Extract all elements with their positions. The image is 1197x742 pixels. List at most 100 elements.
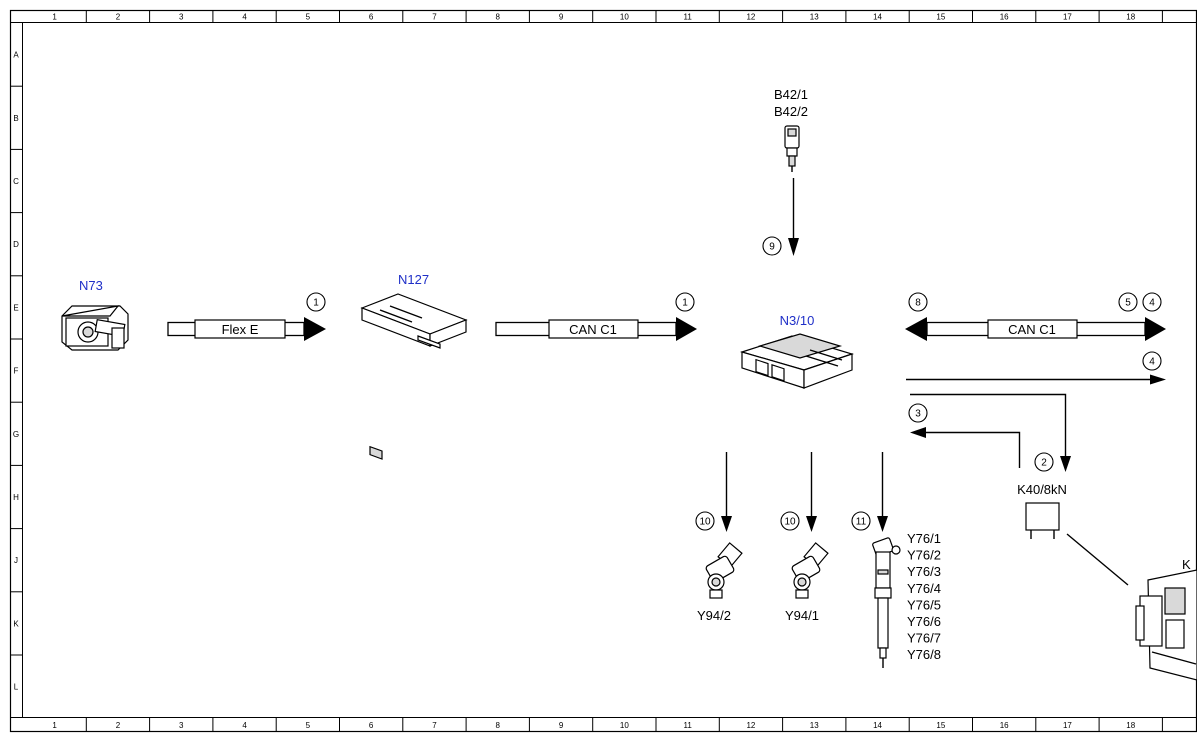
y94-1-valve-icon xyxy=(791,542,829,599)
y76-label-8: Y76/8 xyxy=(907,647,941,662)
n3-10-engine-control-unit-icon xyxy=(739,333,854,389)
grid-col-bottom-12: 12 xyxy=(746,721,755,730)
can-c1-label-left: CAN C1 xyxy=(569,322,617,337)
k40-8kn-label: K40/8kN xyxy=(1017,482,1067,497)
grid-col-top-1: 1 xyxy=(52,13,57,22)
callout-4-b: 4 xyxy=(1142,351,1162,371)
grid-col-bottom-15: 15 xyxy=(936,721,945,730)
k-component-label: K xyxy=(1182,557,1191,572)
grid-row-F: F xyxy=(14,367,19,376)
grid-col-top-10: 10 xyxy=(620,13,629,22)
arrow-to-y76 xyxy=(877,452,888,532)
can-c1-bus-arrow-right xyxy=(905,317,1166,341)
grid-col-bottom-8: 8 xyxy=(496,721,501,730)
grid-row-H: H xyxy=(13,493,19,502)
grid-row-A: A xyxy=(13,51,19,60)
k40-8kn-relay-icon xyxy=(1025,502,1129,586)
can-c1-bus-arrow-left xyxy=(495,317,697,341)
grid-col-top-12: 12 xyxy=(746,13,755,22)
callout-8: 8 xyxy=(908,292,928,312)
grid-col-bottom-4: 4 xyxy=(242,721,247,730)
callout-3: 3 xyxy=(908,403,928,423)
b42-2-label: B42/2 xyxy=(774,104,808,119)
grid-col-top-17: 17 xyxy=(1063,13,1072,22)
svg-text:10: 10 xyxy=(699,517,711,528)
svg-text:10: 10 xyxy=(784,517,796,528)
grid-col-top-4: 4 xyxy=(242,13,247,22)
arrow-to-y94-2 xyxy=(721,452,732,532)
callout-10-b: 10 xyxy=(780,511,800,531)
grid-row-G: G xyxy=(13,430,19,439)
grid-col-bottom-10: 10 xyxy=(620,721,629,730)
grid-col-bottom-6: 6 xyxy=(369,721,374,730)
callout-1-a: 1 xyxy=(306,292,326,312)
grid-row-C: C xyxy=(13,177,19,186)
grid-col-bottom-17: 17 xyxy=(1063,721,1072,730)
grid-col-bottom-5: 5 xyxy=(306,721,311,730)
flex-e-label: Flex E xyxy=(222,322,259,337)
svg-text:4: 4 xyxy=(1149,357,1155,368)
can-c1-label-right: CAN C1 xyxy=(1008,322,1056,337)
svg-text:3: 3 xyxy=(915,409,921,420)
grid-col-bottom-2: 2 xyxy=(116,721,121,730)
arrow-signal-2 xyxy=(910,393,1071,472)
svg-text:9: 9 xyxy=(769,242,775,253)
arrow-b42-to-n3-10 xyxy=(788,178,799,256)
grid-col-bottom-9: 9 xyxy=(559,721,564,730)
grid-col-top-14: 14 xyxy=(873,13,882,22)
grid-row-E: E xyxy=(13,303,18,312)
grid-col-top-3: 3 xyxy=(179,13,184,22)
callout-11: 11 xyxy=(851,511,871,531)
flex-e-bus-arrow xyxy=(167,317,326,341)
grid-row-D: D xyxy=(13,240,19,249)
fuse-relay-box-icon xyxy=(1135,569,1197,681)
y76-label-1: Y76/1 xyxy=(907,531,941,546)
grid-col-bottom-3: 3 xyxy=(179,721,184,730)
n73-ignition-switch-icon xyxy=(61,305,129,351)
grid-col-bottom-18: 18 xyxy=(1126,721,1135,730)
grid-col-top-9: 9 xyxy=(559,13,564,22)
grid-col-top-2: 2 xyxy=(116,13,121,22)
grid-col-bottom-1: 1 xyxy=(52,721,57,730)
grid-col-top-13: 13 xyxy=(810,13,819,22)
y76-injector-icon xyxy=(872,537,901,668)
b42-1-label: B42/1 xyxy=(774,87,808,102)
grid-col-top-11: 11 xyxy=(683,13,692,22)
grid-col-bottom-13: 13 xyxy=(810,721,819,730)
n127-label: N127 xyxy=(398,272,429,287)
grid-col-bottom-14: 14 xyxy=(873,721,882,730)
y76-label-2: Y76/2 xyxy=(907,548,941,563)
y94-2-valve-icon xyxy=(705,542,743,599)
callout-10-a: 10 xyxy=(695,511,715,531)
grid-row-J: J xyxy=(14,556,18,565)
grid-col-top-18: 18 xyxy=(1126,13,1135,22)
b42-sensor-icon xyxy=(784,125,800,172)
grid-row-K: K xyxy=(13,619,19,628)
grid-col-top-5: 5 xyxy=(306,13,311,22)
grid-row-L: L xyxy=(14,683,19,692)
svg-text:8: 8 xyxy=(915,298,921,309)
grid-col-bottom-16: 16 xyxy=(1000,721,1009,730)
n73-label: N73 xyxy=(79,278,103,293)
y76-label-5: Y76/5 xyxy=(907,597,941,612)
svg-text:1: 1 xyxy=(682,298,688,309)
svg-text:5: 5 xyxy=(1125,298,1131,309)
callout-2: 2 xyxy=(1034,452,1054,472)
grid-col-top-7: 7 xyxy=(432,13,437,22)
grid-col-bottom-7: 7 xyxy=(432,721,437,730)
arrow-to-y94-1 xyxy=(806,452,817,532)
svg-text:2: 2 xyxy=(1041,458,1047,469)
svg-text:11: 11 xyxy=(856,517,867,528)
y76-label-3: Y76/3 xyxy=(907,564,941,579)
y94-1-label: Y94/1 xyxy=(785,608,819,623)
grid-col-top-16: 16 xyxy=(1000,13,1009,22)
n3-10-label: N3/10 xyxy=(780,313,815,328)
callout-4-a: 4 xyxy=(1142,292,1162,312)
arrow-signal-3 xyxy=(910,427,1021,468)
callout-1-b: 1 xyxy=(675,292,695,312)
